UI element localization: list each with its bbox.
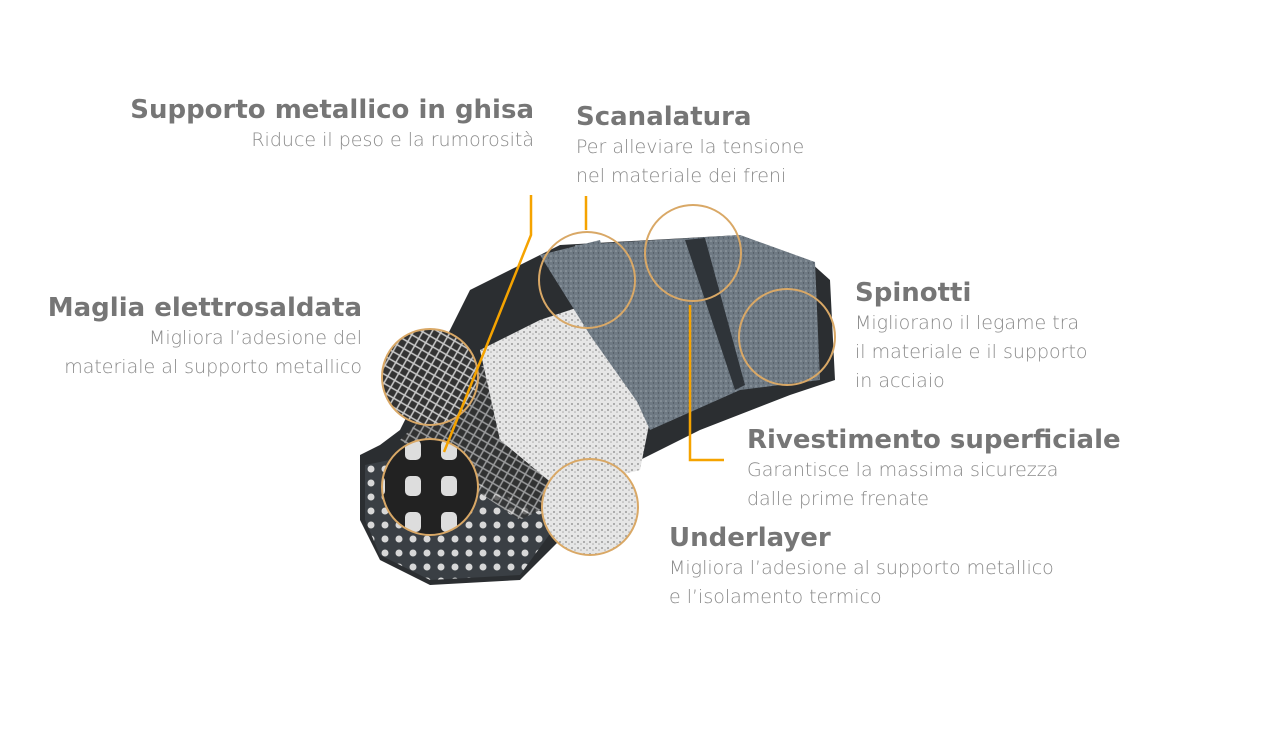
label-desc: Per alleviare la tensione xyxy=(576,136,805,158)
label-desc: nel materiale dei freni xyxy=(576,165,787,187)
leader-lines xyxy=(442,195,724,462)
label-title: Scanalatura xyxy=(576,102,752,132)
label-desc: Garantisce la massima sicurezza xyxy=(747,459,1059,481)
label-spinotti: Spinotti Migliorano il legame tra il mat… xyxy=(855,277,1088,396)
label-desc: e l’isolamento termico xyxy=(669,586,882,608)
label-desc: il materiale e il supporto xyxy=(855,341,1088,363)
label-title: Supporto metallico in ghisa xyxy=(130,95,534,125)
label-scanalatura: Scanalatura Per alleviare la tensione ne… xyxy=(576,101,804,191)
label-maglia: Maglia elettrosaldata Migliora l’adesion… xyxy=(48,292,362,382)
zoom-circles xyxy=(381,204,836,556)
label-desc: materiale al supporto metallico xyxy=(64,356,362,378)
label-title: Maglia elettrosaldata xyxy=(47,293,362,323)
label-desc: Riduce il peso e la rumorosità xyxy=(251,129,534,151)
label-title: Underlayer xyxy=(669,523,831,553)
label-supporto: Supporto metallico in ghisa Riduce il pe… xyxy=(130,94,534,155)
label-desc: dalle prime frenate xyxy=(747,488,929,510)
label-desc: Migliora l’adesione del xyxy=(148,327,362,349)
label-underlayer: Underlayer Migliora l’adesione al suppor… xyxy=(669,522,1054,612)
label-desc: in acciaio xyxy=(855,370,945,392)
label-desc: Migliora l’adesione al supporto metallic… xyxy=(669,557,1054,579)
label-title: Spinotti xyxy=(855,278,972,308)
label-rivestimento: Rivestimento superficiale Garantisce la … xyxy=(747,424,1121,514)
label-desc: Migliorano il legame tra xyxy=(855,312,1080,334)
label-title: Rivestimento superficiale xyxy=(747,425,1121,455)
